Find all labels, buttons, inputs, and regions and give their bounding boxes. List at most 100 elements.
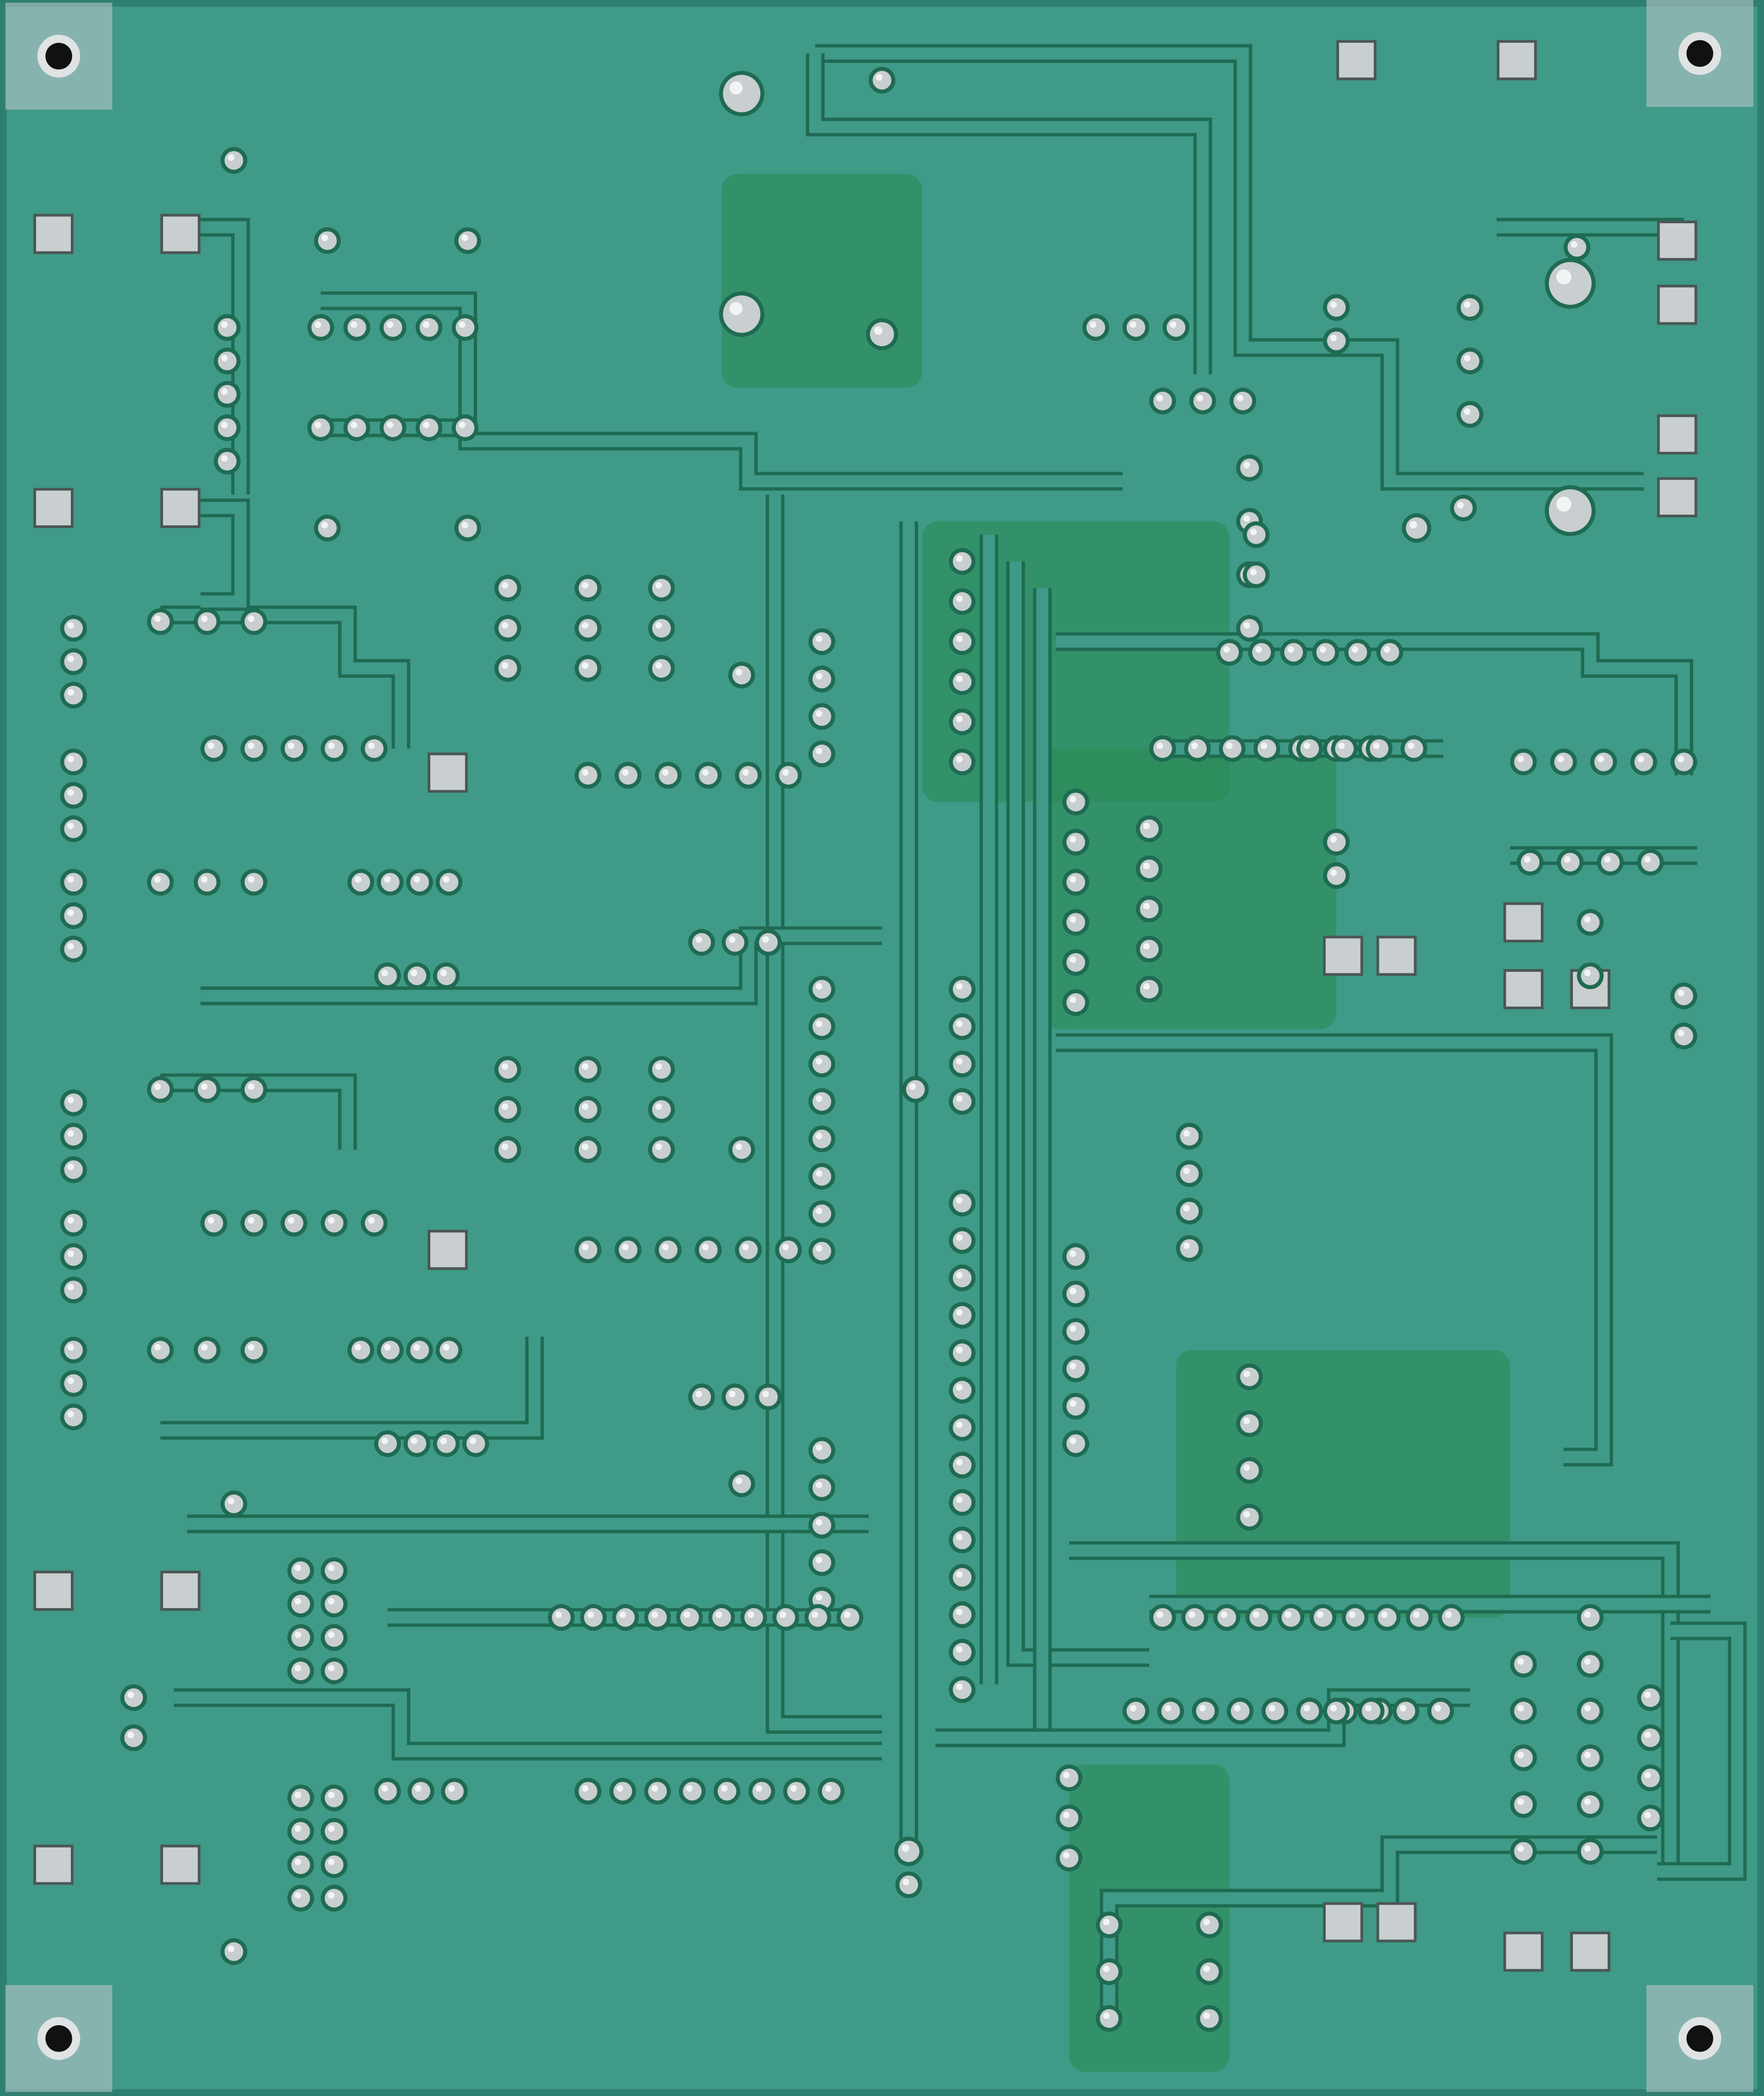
solder-joint <box>224 1942 244 1961</box>
solder-highlight <box>355 1344 362 1351</box>
solder-joint <box>224 151 244 170</box>
solder-highlight <box>1243 461 1250 468</box>
solder-highlight <box>815 983 822 990</box>
solder-joint <box>732 1140 751 1159</box>
solder-highlight <box>328 1665 335 1672</box>
solder-highlight <box>729 936 736 943</box>
square-pad <box>428 1229 468 1270</box>
solder-joint <box>1265 1702 1284 1721</box>
solder-highlight <box>288 742 295 749</box>
solder-joint <box>197 1080 217 1099</box>
solder-joint <box>808 1608 827 1627</box>
solder-joint <box>439 1340 459 1360</box>
solder-joint <box>1409 1608 1429 1627</box>
solder-joint <box>311 418 330 437</box>
square-pad <box>160 488 201 528</box>
solder-highlight <box>1268 1705 1276 1712</box>
solder-joint <box>723 75 761 113</box>
solder-highlight <box>1317 1611 1324 1618</box>
solder-joint <box>652 619 671 638</box>
solder-joint <box>652 1140 671 1159</box>
trace <box>1055 635 1690 775</box>
solder-joint <box>1066 1247 1085 1266</box>
solder-highlight <box>1234 1705 1241 1712</box>
solder-highlight <box>1255 646 1262 653</box>
solder-highlight <box>208 742 215 749</box>
solder-highlight <box>154 876 161 883</box>
solder-highlight <box>1063 1812 1070 1819</box>
solder-joint <box>291 1855 310 1874</box>
solder-highlight <box>651 1785 658 1792</box>
solder-highlight <box>622 1243 629 1251</box>
solder-joint <box>64 619 83 638</box>
solder-joint <box>1066 1284 1085 1303</box>
solder-joint <box>1442 1608 1461 1627</box>
solder-joint <box>420 418 439 437</box>
solder-highlight <box>683 1611 690 1618</box>
solder-highlight <box>1330 869 1337 876</box>
solder-joint <box>1193 391 1212 411</box>
solder-highlight <box>368 1216 375 1224</box>
solder-joint <box>779 1240 798 1259</box>
solder-highlight <box>221 355 228 362</box>
solder-joint <box>1066 913 1085 932</box>
solder-joint <box>1180 1201 1199 1221</box>
solder-highlight <box>956 715 963 723</box>
solder-joint <box>619 766 638 785</box>
solder-highlight <box>67 1411 74 1418</box>
solder-joint <box>218 351 237 371</box>
solder-joint <box>699 1240 718 1259</box>
solder-joint <box>812 707 832 726</box>
solder-joint <box>812 1441 832 1460</box>
solder-joint <box>578 1140 598 1159</box>
solder-highlight <box>874 326 883 335</box>
solder-highlight <box>815 1020 822 1028</box>
solder-highlight <box>956 635 963 642</box>
solder-joint <box>325 739 344 758</box>
solder-joint <box>325 1888 344 1908</box>
solder-highlight <box>956 1683 963 1690</box>
solder-highlight <box>1409 521 1417 529</box>
solder-joint <box>1454 499 1473 518</box>
solder-highlight <box>1678 1030 1685 1037</box>
solder-highlight <box>1103 1918 1110 1926</box>
solder-highlight <box>295 1564 302 1571</box>
solder-highlight <box>201 1083 208 1090</box>
solder-joint <box>284 1213 304 1233</box>
copper-fill-area <box>1042 749 1336 1030</box>
solder-highlight <box>1069 956 1077 963</box>
solder-highlight <box>328 1564 335 1571</box>
solder-joint <box>1514 1654 1533 1674</box>
solder-highlight <box>790 1785 797 1792</box>
trace <box>160 1337 541 1437</box>
solder-highlight <box>815 1207 822 1214</box>
solder-highlight <box>423 321 430 328</box>
solder-joint <box>953 672 972 691</box>
solder-joint <box>744 1608 763 1627</box>
solder-highlight <box>1199 1705 1206 1712</box>
solder-joint <box>1641 1688 1660 1707</box>
solder-highlight <box>1584 1845 1591 1852</box>
solder-highlight <box>762 1390 769 1398</box>
square-pad <box>1322 1902 1363 1943</box>
solder-highlight <box>1319 646 1326 653</box>
solder-highlight <box>154 615 161 622</box>
solder-highlight <box>459 321 466 328</box>
solder-joint <box>437 966 456 985</box>
solder-joint <box>953 1493 972 1512</box>
solder-joint <box>1404 739 1423 758</box>
solder-joint <box>619 1240 638 1259</box>
solder-highlight <box>1183 1242 1190 1249</box>
solder-joint <box>732 665 751 685</box>
solder-highlight <box>386 421 394 429</box>
solder-highlight <box>1221 1611 1228 1618</box>
solder-joint <box>64 1340 83 1360</box>
solder-joint <box>378 966 397 985</box>
solder-highlight <box>201 1344 208 1351</box>
solder-joint <box>498 578 517 598</box>
solder-highlight <box>1517 1751 1524 1758</box>
solder-highlight <box>328 1825 335 1832</box>
solder-highlight <box>314 321 321 328</box>
solder-joint <box>578 1060 598 1079</box>
solder-highlight <box>815 1245 822 1252</box>
